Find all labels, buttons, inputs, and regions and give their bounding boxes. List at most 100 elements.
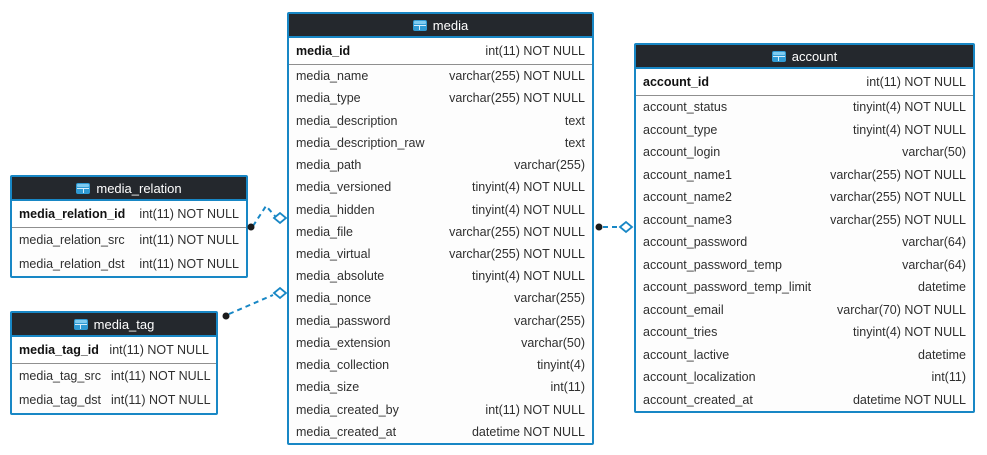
column-name: media_created_by: [296, 402, 399, 417]
relationship-media-tag-media[interactable]: [222, 286, 288, 320]
column-row[interactable]: media_created_by int(11) NOT NULL: [289, 399, 592, 421]
column-row[interactable]: account_id int(11) NOT NULL: [636, 69, 973, 95]
column-name: media_description: [296, 113, 398, 128]
primary-key-section: media_tag_id int(11) NOT NULL: [12, 337, 216, 364]
column-name: account_id: [643, 75, 709, 89]
column-name: media_id: [296, 44, 351, 58]
column-row[interactable]: media_password varchar(255): [289, 310, 592, 332]
relationship-line[interactable]: [252, 204, 276, 227]
column-type: int(11) NOT NULL: [485, 402, 585, 417]
table-icon: [771, 50, 786, 62]
table-title: media_tag: [93, 316, 155, 332]
column-name: media_extension: [296, 335, 391, 350]
column-name: account_password: [643, 235, 748, 250]
column-name: account_password_temp: [643, 257, 782, 272]
column-name: media_relation_dst: [19, 257, 125, 271]
column-row[interactable]: media_extension varchar(50): [289, 332, 592, 354]
column-type: varchar(50): [521, 335, 585, 350]
column-name: media_description_raw: [296, 135, 425, 150]
column-row[interactable]: account_name1 varchar(255) NOT NULL: [636, 164, 973, 187]
column-name: media_password: [296, 313, 391, 328]
table-media[interactable]: media media_id int(11) NOT NULL media_na…: [287, 12, 594, 445]
table-title: media: [432, 17, 469, 33]
column-name: account_lactive: [643, 347, 730, 362]
column-row[interactable]: account_lactive datetime: [636, 344, 973, 367]
column-row[interactable]: media_absolute tinyint(4) NOT NULL: [289, 265, 592, 287]
column-name: media_hidden: [296, 202, 375, 217]
column-type: tinyint(4) NOT NULL: [853, 325, 966, 340]
column-row[interactable]: media_hidden tinyint(4) NOT NULL: [289, 198, 592, 220]
column-name: media_tag_id: [19, 343, 99, 357]
column-type: tinyint(4) NOT NULL: [472, 202, 585, 217]
table-media-header[interactable]: media: [289, 14, 592, 38]
column-type: tinyint(4) NOT NULL: [472, 269, 585, 284]
column-row[interactable]: media_id int(11) NOT NULL: [289, 38, 592, 64]
column-name: account_login: [643, 145, 721, 160]
relationship-media-account[interactable]: [595, 220, 634, 234]
primary-key-section: media_id int(11) NOT NULL: [289, 38, 592, 65]
column-type: int(11) NOT NULL: [139, 207, 239, 221]
table-account[interactable]: account account_id int(11) NOT NULL acco…: [634, 43, 975, 413]
column-type: varchar(255) NOT NULL: [830, 167, 966, 182]
column-row[interactable]: media_relation_id int(11) NOT NULL: [12, 201, 246, 227]
column-type: datetime: [918, 347, 966, 362]
primary-key-section: account_id int(11) NOT NULL: [636, 69, 973, 96]
relationship-source-dot: [247, 223, 255, 231]
column-type: varchar(255): [514, 313, 585, 328]
column-row[interactable]: media_tag_id int(11) NOT NULL: [12, 337, 216, 363]
column-type: int(11): [550, 380, 585, 395]
column-name: account_status: [643, 100, 728, 115]
relationship-media-relation-media[interactable]: [247, 204, 288, 231]
column-name: media_relation_src: [19, 233, 125, 247]
relationship-line[interactable]: [228, 294, 274, 315]
table-media-relation-header[interactable]: media_relation: [12, 177, 246, 201]
table-media-relation[interactable]: media_relation media_relation_id int(11)…: [10, 175, 248, 278]
column-row[interactable]: account_tries tinyint(4) NOT NULL: [636, 321, 973, 344]
table-account-header[interactable]: account: [636, 45, 973, 69]
column-type: varchar(255): [514, 291, 585, 306]
column-name: account_tries: [643, 325, 718, 340]
column-name: media_absolute: [296, 269, 385, 284]
column-name: account_created_at: [643, 392, 753, 407]
column-name: media_path: [296, 158, 362, 173]
column-name: media_tag_src: [19, 369, 101, 383]
column-type: varchar(70) NOT NULL: [837, 302, 966, 317]
primary-key-section: media_relation_id int(11) NOT NULL: [12, 201, 246, 228]
column-name: media_name: [296, 69, 369, 84]
table-media-tag-header[interactable]: media_tag: [12, 313, 216, 337]
table-media-tag[interactable]: media_tag media_tag_id int(11) NOT NULL …: [10, 311, 218, 415]
column-name: account_name1: [643, 167, 732, 182]
column-name: media_versioned: [296, 180, 392, 195]
column-name: account_name2: [643, 190, 732, 205]
